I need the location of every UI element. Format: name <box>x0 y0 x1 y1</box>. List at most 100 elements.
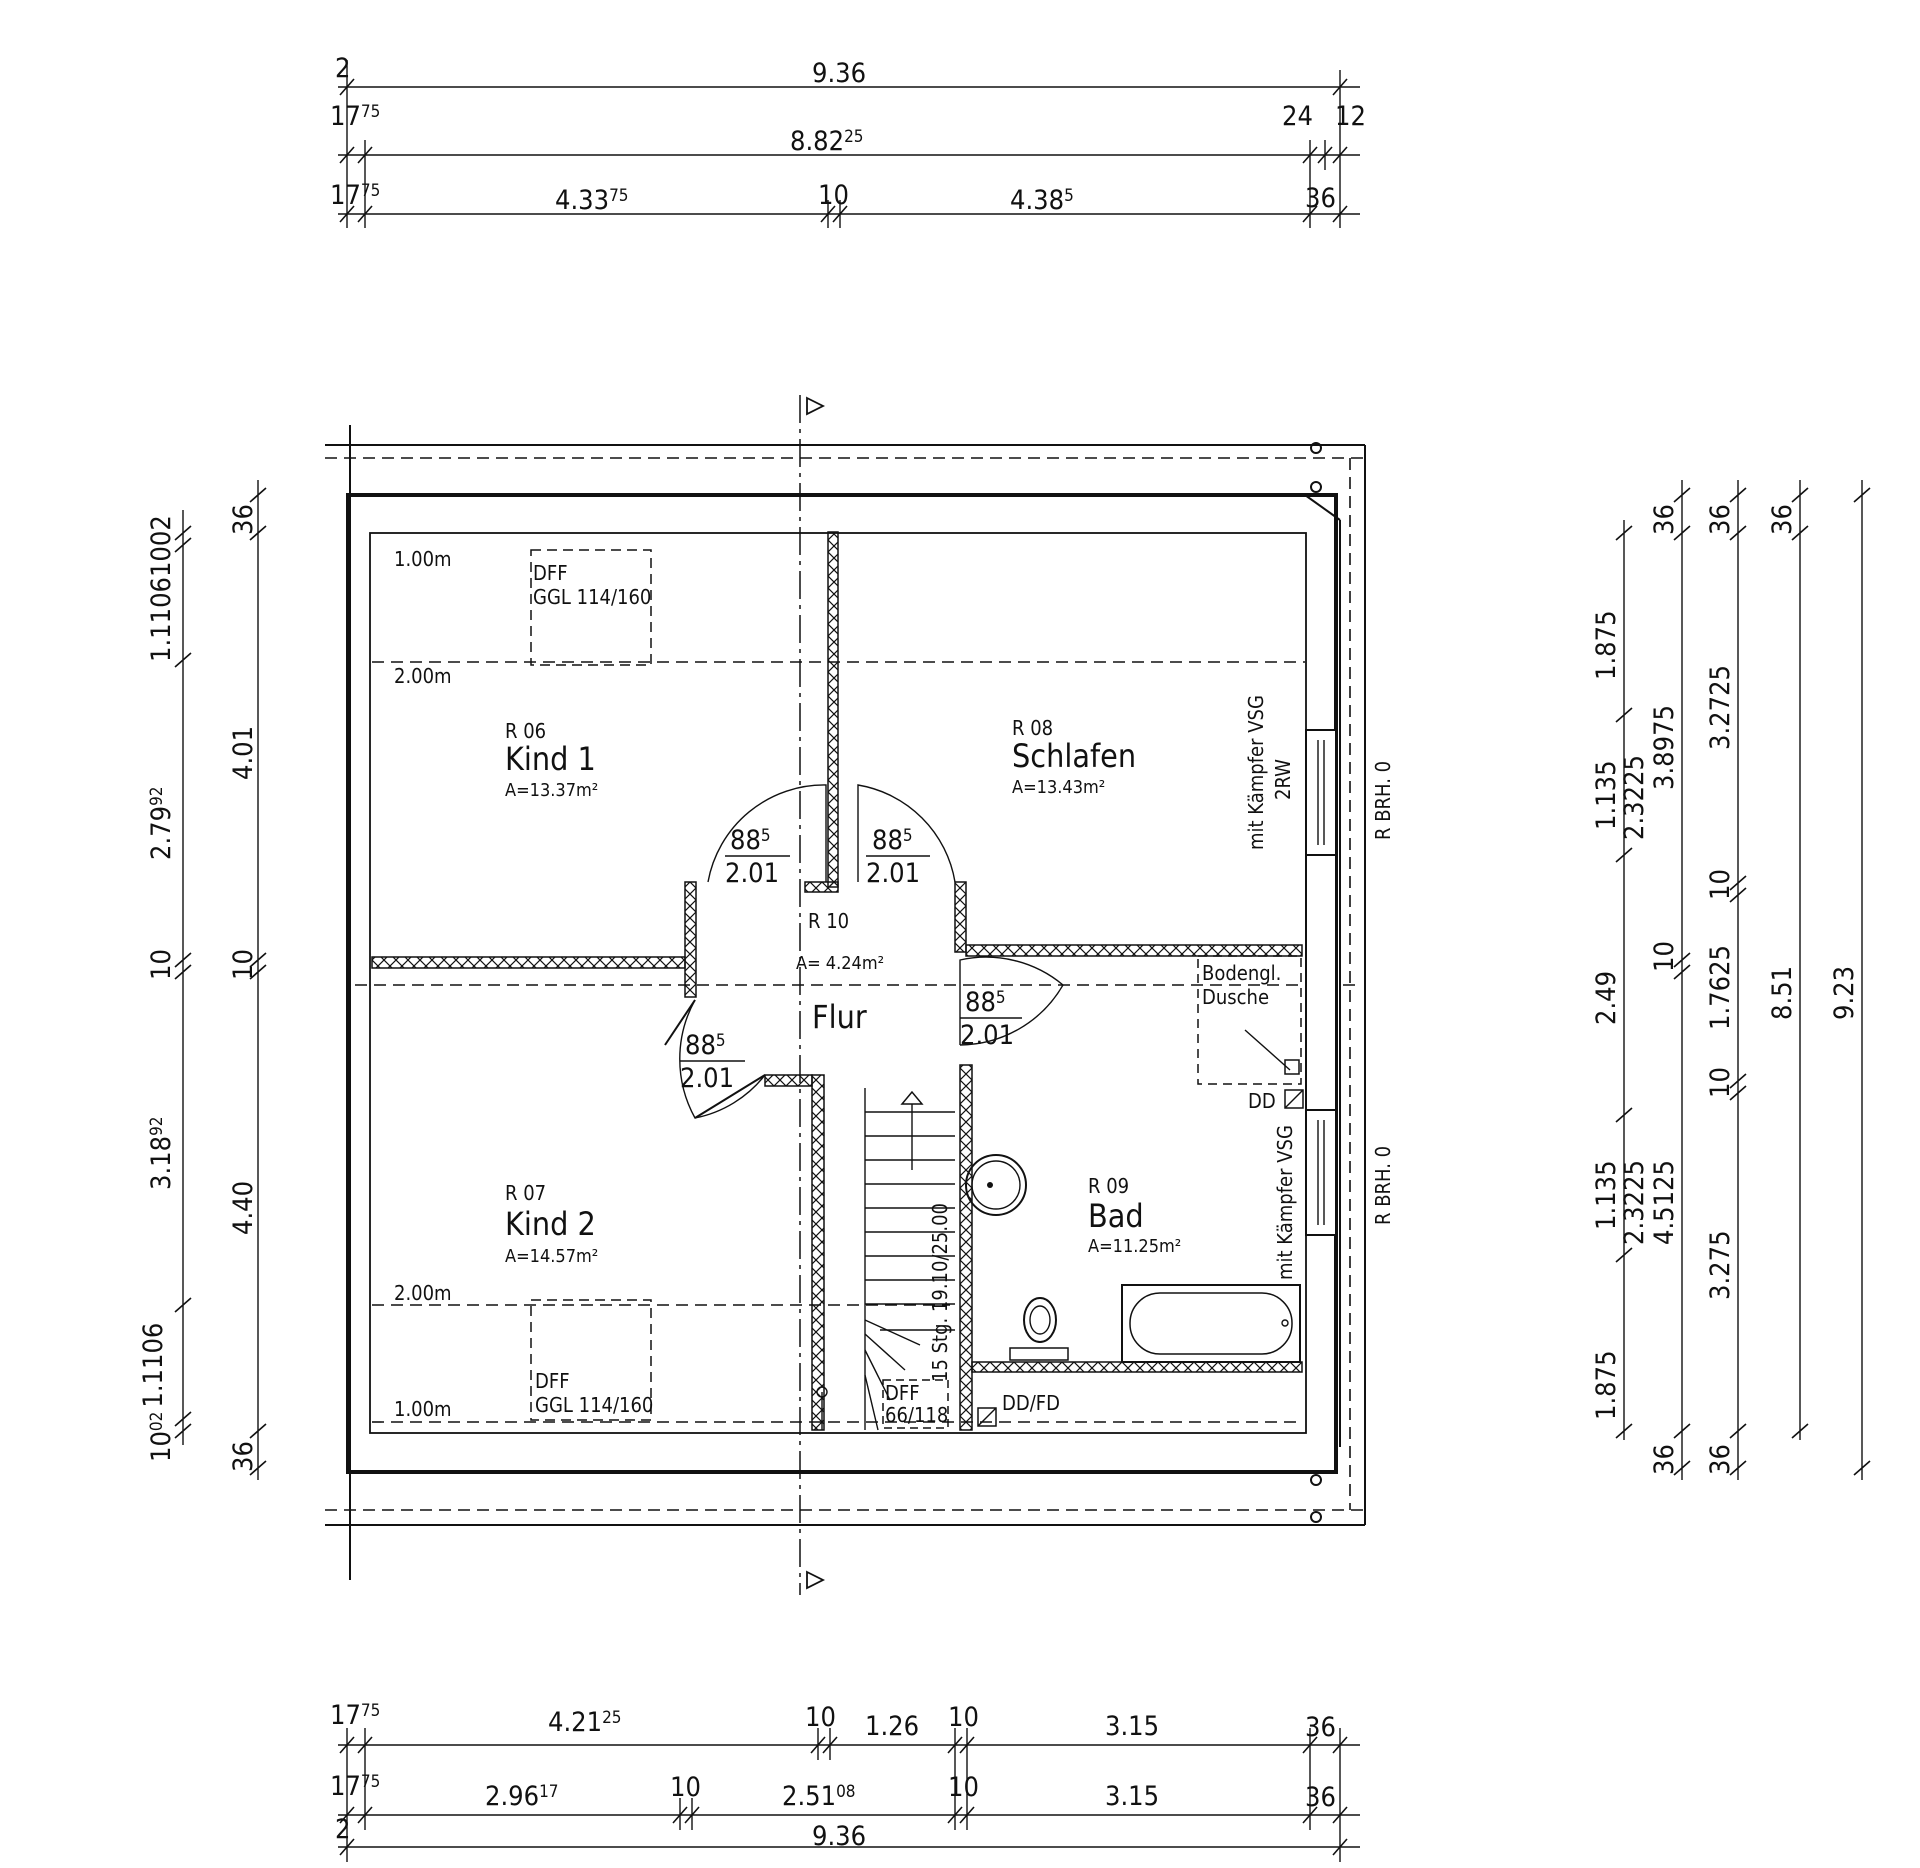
svg-text:3.8975: 3.8975 <box>1649 705 1680 790</box>
svg-text:8.51: 8.51 <box>1767 966 1798 1020</box>
dim-right-c4-f: 3.275 <box>1705 1230 1736 1300</box>
washbasin-icon <box>965 1154 1027 1216</box>
toilet-icon <box>1023 1297 1057 1343</box>
svg-text:9.23: 9.23 <box>1829 966 1860 1020</box>
door-schlafen <box>857 784 956 883</box>
room-kind2: R 07 Kind 2 A=14.57m² <box>505 1181 598 1267</box>
dim-right-c2-a: 36 <box>1649 504 1680 535</box>
svg-text:36: 36 <box>228 504 259 535</box>
svg-text:10: 10 <box>1705 869 1736 900</box>
dim-left-b: 2.7992 <box>146 786 177 860</box>
right-dimensions: 1.875 1.135 2.49 1.135 1.875 2.3225 2.32… <box>1591 480 1871 1480</box>
room-number: R 09 <box>1088 1174 1129 1198</box>
shower-label-1: Bodengl. <box>1202 961 1281 985</box>
door-label-width: 885 <box>965 987 1006 1018</box>
svg-text:R BRH. 0: R BRH. 0 <box>1371 761 1395 840</box>
svg-text:36: 36 <box>1649 1444 1680 1475</box>
svg-text:1.135: 1.135 <box>1591 760 1622 830</box>
dim-left-inner-c: 10 <box>228 949 259 980</box>
room-area: A=13.43m² <box>1012 777 1105 798</box>
svg-text:10021.1106: 10021.1106 <box>138 1323 177 1462</box>
room-name: Kind 2 <box>505 1205 596 1243</box>
room-area: A= 4.24m² <box>796 953 884 974</box>
bathtub-icon <box>1121 1284 1301 1363</box>
skylight-top-line1: DFF <box>533 561 568 585</box>
svg-text:36: 36 <box>228 1441 259 1472</box>
height-100-top: 1.00m <box>394 547 452 571</box>
dim-right-c4-g: 36 <box>1705 1444 1736 1475</box>
svg-text:2.49: 2.49 <box>1591 971 1622 1025</box>
side-window-top-label: mit Kämpfer VSG <box>1244 695 1268 850</box>
door-label-width: 885 <box>730 825 771 856</box>
side-window-bottom-label: mit Kämpfer VSG <box>1273 1125 1297 1280</box>
door-label-height: 2.01 <box>725 858 779 889</box>
dim-bot-r2-g: 36 <box>1305 1782 1336 1813</box>
dim-bot-r1-b: 4.2125 <box>548 1707 622 1738</box>
room-number: R 07 <box>505 1181 546 1205</box>
svg-text:mit Kämpfer VSG: mit Kämpfer VSG <box>1244 695 1268 850</box>
room-name: Flur <box>812 998 867 1036</box>
dim-right-c4-d: 1.7625 <box>1705 945 1736 1030</box>
svg-text:3.275: 3.275 <box>1705 1230 1736 1300</box>
svg-text:1.875: 1.875 <box>1591 1350 1622 1420</box>
skylight-bottom-line1: DFF <box>535 1369 570 1393</box>
dim-right-c4-c: 10 <box>1705 869 1736 900</box>
dim-right-c1-a: 1.875 <box>1591 610 1622 680</box>
height-100-bottom: 1.00m <box>394 1397 452 1421</box>
svg-text:3.2725: 3.2725 <box>1705 665 1736 750</box>
dim-left-a: 1.11061002 <box>146 515 177 662</box>
dim-left-inner-d: 4.40 <box>228 1181 259 1235</box>
room-number: R 06 <box>505 719 546 743</box>
dim-right-c2-d: 2.3225 <box>1619 1160 1650 1245</box>
svg-text:36: 36 <box>1705 1444 1736 1475</box>
dim-right-c1-d: 1.135 <box>1591 1160 1622 1230</box>
svg-text:4.01: 4.01 <box>228 726 259 780</box>
side-window-bottom-brh: R BRH. 0 <box>1371 1146 1395 1225</box>
room-area: A=14.57m² <box>505 1246 598 1267</box>
svg-text:10: 10 <box>228 949 259 980</box>
room-name: Schlafen <box>1012 737 1136 775</box>
skylight-top-line2: GGL 114/160 <box>533 585 651 609</box>
dim-bot-r1-f: 3.15 <box>1105 1711 1159 1742</box>
svg-text:1.7625: 1.7625 <box>1705 945 1736 1030</box>
svg-text:mit Kämpfer VSG: mit Kämpfer VSG <box>1273 1125 1297 1280</box>
dim-top-24: 24 <box>1282 101 1313 132</box>
dim-right-c4-b: 3.2725 <box>1705 665 1736 750</box>
side-windows: mit Kämpfer VSG 2RW R BRH. 0 mit Kämpfer… <box>1244 695 1395 1280</box>
dim-top-r3-c: 10 <box>818 180 849 211</box>
svg-text:2RW: 2RW <box>1271 759 1295 800</box>
dim-bot-r1-e: 10 <box>948 1702 979 1733</box>
height-200-top: 2.00m <box>394 664 452 688</box>
dim-bot-r2-b: 2.9617 <box>485 1781 559 1812</box>
dim-bot-r2-f: 3.15 <box>1105 1781 1159 1812</box>
dim-bot-r1-d: 1.26 <box>865 1711 919 1742</box>
interior-walls <box>371 531 1303 1431</box>
dim-right-c2-c: 10 <box>1649 941 1680 972</box>
svg-text:R BRH. 0: R BRH. 0 <box>1371 1146 1395 1225</box>
stair-skylight-line2: 66/118 <box>885 1403 948 1427</box>
room-flur: R 10 A= 4.24m² Flur <box>796 909 884 1036</box>
roof-height-lines: 1.00m 2.00m 2.00m 1.00m <box>372 547 1305 1423</box>
dim-top-r3-e: 36 <box>1305 183 1336 214</box>
side-window-top-brh: R BRH. 0 <box>1371 761 1395 840</box>
svg-text:36: 36 <box>1649 504 1680 535</box>
section-lines <box>355 395 1360 1595</box>
dim-bot-r2-c: 10 <box>670 1772 701 1803</box>
staircase: DFF 66/118 15 Stg. 19.10/25.00 <box>816 1088 955 1431</box>
dim-top-r3-d: 4.385 <box>1010 185 1074 216</box>
svg-text:4.5125: 4.5125 <box>1649 1160 1680 1245</box>
door-label-height: 2.01 <box>960 1020 1014 1051</box>
dim-top-wall-left: 1775 <box>330 101 380 132</box>
room-area: A=13.37m² <box>505 780 598 801</box>
room-number: R 10 <box>808 909 849 933</box>
bathroom-fixtures: Bodengl. Dusche DD DD/FD <box>965 955 1304 1427</box>
door-label-height: 2.01 <box>866 858 920 889</box>
dim-right-c2-e: 36 <box>1649 1444 1680 1475</box>
room-area: A=11.25m² <box>1088 1236 1181 1257</box>
stair-label: 15 Stg. 19.10/25.00 <box>928 1203 952 1382</box>
height-200-bottom: 2.00m <box>394 1281 452 1305</box>
skylight-bottom-line2: GGL 114/160 <box>535 1393 653 1417</box>
svg-text:10: 10 <box>1649 941 1680 972</box>
dim-left-inner-b: 4.01 <box>228 726 259 780</box>
